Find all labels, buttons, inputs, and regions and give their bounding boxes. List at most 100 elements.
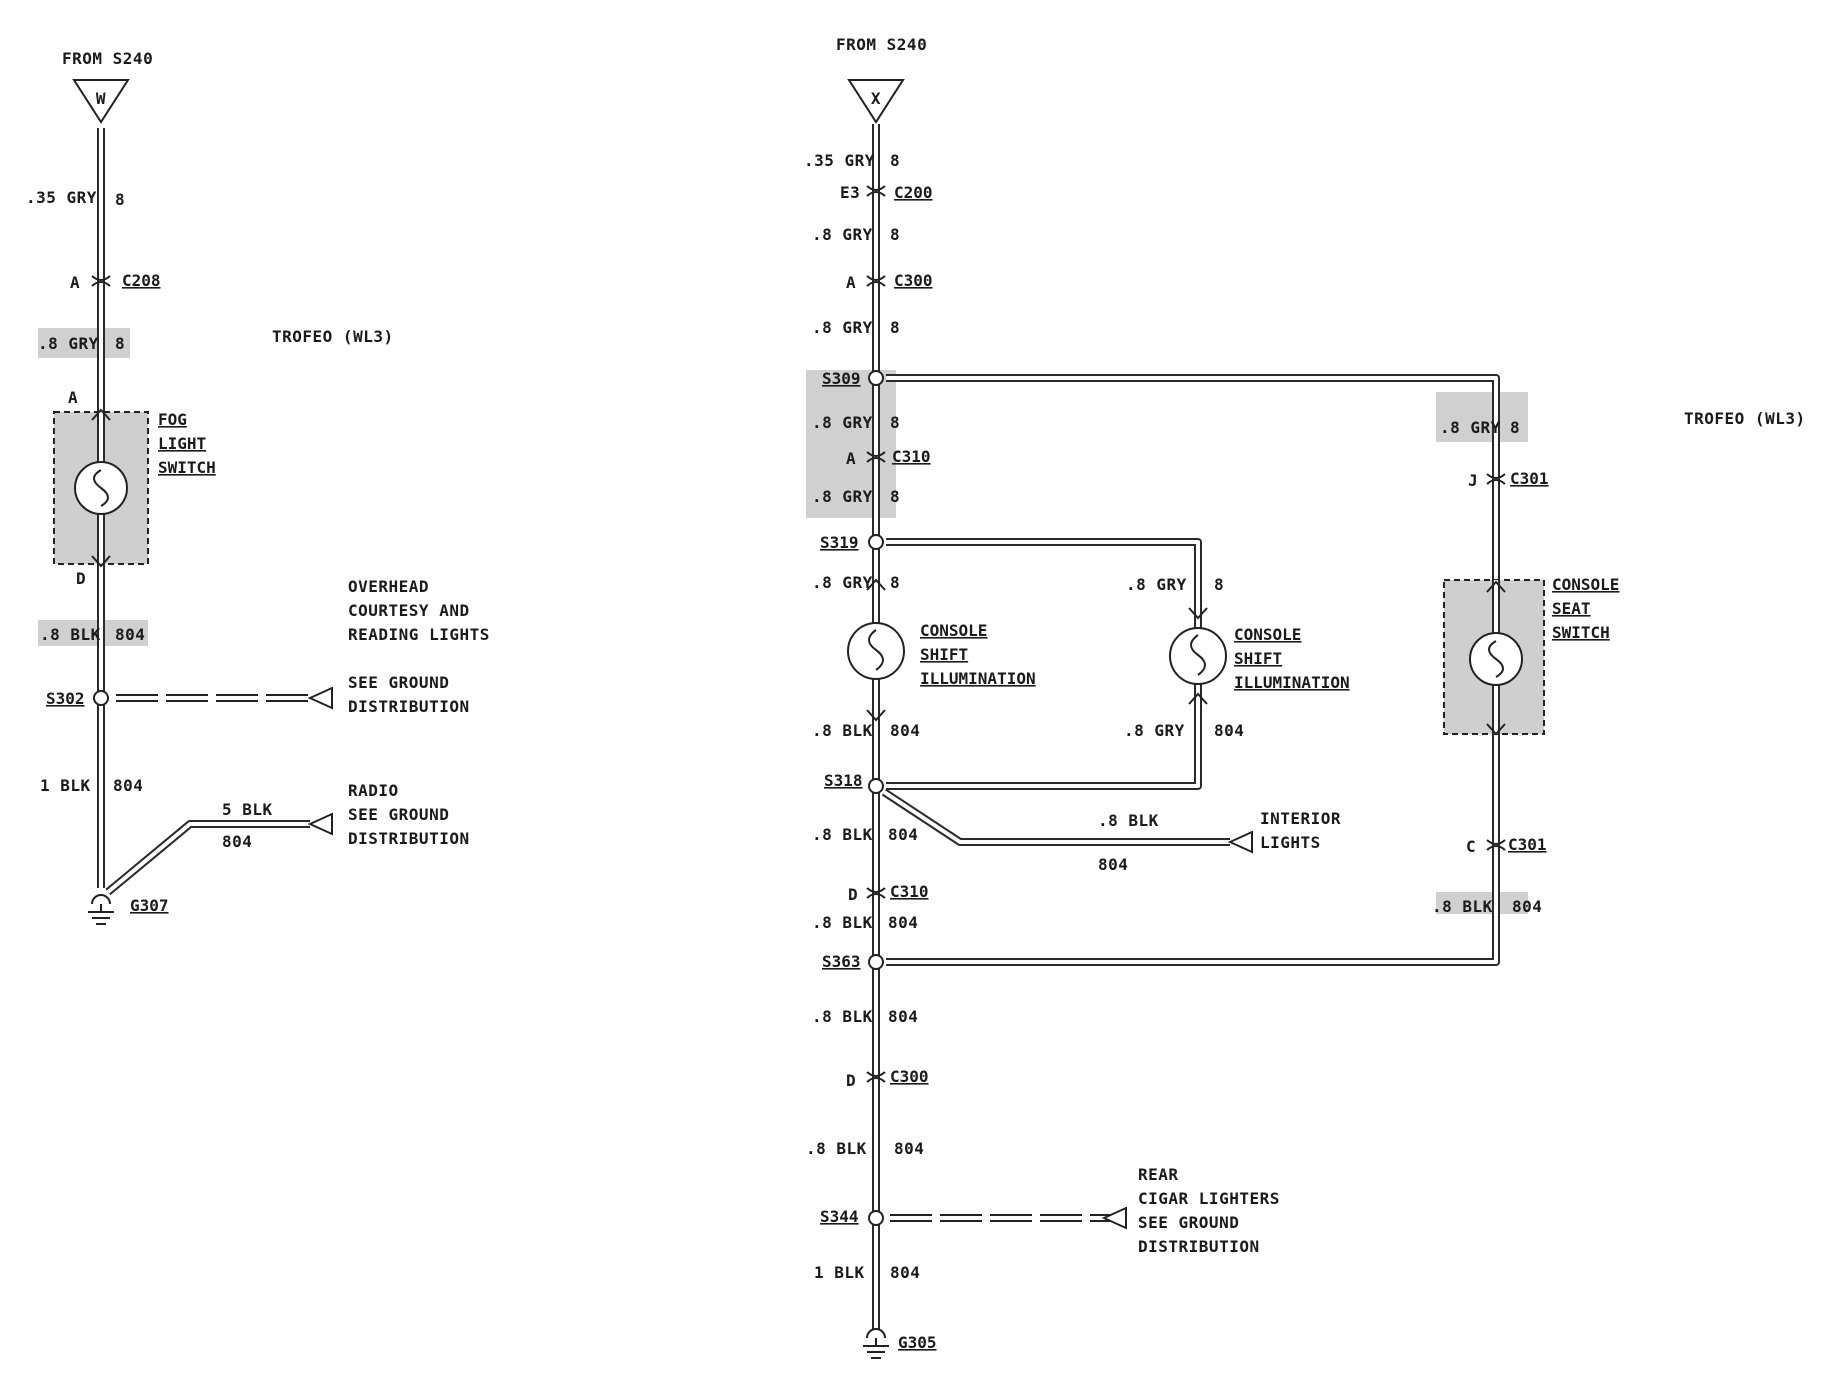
csi-label-2: SHIFT (920, 645, 968, 664)
splice-s318 (868, 778, 884, 794)
c301c-label: C301 (1508, 835, 1547, 854)
splice-s319 (868, 534, 884, 550)
c300-pin: A (846, 273, 856, 292)
fog-pin-top: A (68, 388, 78, 407)
sw-wire-size: .8 GRY (1440, 418, 1501, 437)
right-shade-1 (806, 370, 896, 518)
radio-wire-circuit: 804 (222, 832, 252, 851)
splice-s302 (93, 686, 333, 710)
connector-c208 (91, 275, 111, 287)
css-label-3: SWITCH (1552, 623, 1610, 642)
connector-c310 (866, 451, 886, 463)
right-wire-g-circuit: 804 (890, 721, 920, 740)
overhead-label-1: OVERHEAD (348, 577, 429, 596)
s318-label: S318 (824, 771, 863, 790)
right-shade-3 (1436, 892, 1528, 914)
right-wire-h-circuit: 804 (888, 825, 918, 844)
right-wire-a-size: .35 GRY (804, 151, 875, 170)
left-shade-gry (38, 328, 130, 358)
right-wire-c-size: .8 GRY (812, 318, 873, 337)
fog-label-2: LIGHT (158, 434, 206, 453)
right-wire-i-circuit: 804 (888, 913, 918, 932)
mid-label-2: SHIFT (1234, 649, 1282, 668)
sg1-label-2: DISTRIBUTION (348, 697, 470, 716)
rear-label-4: DISTRIBUTION (1138, 1237, 1260, 1256)
c310d-label: C310 (890, 882, 929, 901)
right-wire-f-size: .8 GRY (812, 573, 873, 592)
radio-branch (105, 812, 333, 896)
csi-label-3: ILLUMINATION (920, 669, 1036, 688)
interior-label-1: INTERIOR (1260, 809, 1341, 828)
right-wire-e-size: .8 GRY (812, 487, 873, 506)
fog-light-switch (53, 408, 149, 568)
right-from-label: FROM S240 (836, 35, 927, 54)
c301j-label: C301 (1510, 469, 1549, 488)
s302-label: S302 (46, 689, 85, 708)
s309-label: S309 (822, 369, 861, 388)
left-wire4-size: 1 BLK (40, 776, 91, 795)
mid-wire-size-1: .8 GRY (1126, 575, 1187, 594)
s319-label: S319 (820, 533, 859, 552)
right-wire-d-circuit: 8 (890, 413, 900, 432)
radio-label-1: RADIO (348, 781, 399, 800)
right-wire-g-size: .8 BLK (812, 721, 873, 740)
c310d-pin: D (848, 885, 858, 904)
right-wire-f-circuit: 8 (890, 573, 900, 592)
mid-wire-size-2: .8 GRY (1124, 721, 1185, 740)
c301j-pin: J (1468, 471, 1478, 490)
sw2-wire-size: .8 BLK (1432, 897, 1493, 916)
connector-c300 (866, 275, 886, 287)
right-wire-j-circuit: 804 (888, 1007, 918, 1026)
csi-label-1: CONSOLE (920, 621, 987, 640)
sw-wire-circuit: 8 (1510, 418, 1520, 437)
right-wire-e-circuit: 8 (890, 487, 900, 506)
fog-label-3: SWITCH (158, 458, 216, 477)
c300-label: C300 (894, 271, 933, 290)
c200-label: C200 (894, 183, 933, 202)
splice-s344 (868, 1206, 1127, 1230)
middle-lamp-icon (1169, 607, 1227, 705)
overhead-label-2: COURTESY AND (348, 601, 470, 620)
right-wire-h-size: .8 BLK (812, 825, 873, 844)
right-from-triangle: X (847, 79, 905, 124)
c208-label: C208 (122, 271, 161, 290)
c301c-pin: C (1466, 837, 1476, 856)
g305-label: G305 (898, 1333, 937, 1352)
left-wire4-circuit: 804 (113, 776, 143, 795)
right-wire-k-size: .8 BLK (806, 1139, 867, 1158)
left-wire1-circuit: 8 (115, 190, 125, 209)
int-wire-size: .8 BLK (1098, 811, 1159, 830)
css-label-1: CONSOLE (1552, 575, 1619, 594)
c300d-pin: D (846, 1071, 856, 1090)
fog-pin-bottom: D (76, 569, 86, 588)
ground-g307-icon (88, 894, 114, 925)
radio-label-2: SEE GROUND (348, 805, 449, 824)
g307-label: G307 (130, 896, 169, 915)
right-wire-k-circuit: 804 (894, 1139, 924, 1158)
ground-g305-icon (863, 1328, 889, 1359)
connector-c310-d (866, 887, 886, 899)
left-shade-blk (38, 620, 148, 646)
from-letter-x: X (871, 89, 881, 108)
s363-label: S363 (822, 952, 861, 971)
interior-lights-branch (881, 788, 1253, 854)
connector-c301-j (1486, 473, 1506, 485)
connector-c200 (866, 185, 886, 197)
splice-s363 (868, 954, 884, 970)
left-circuit: W FROM S240 .35 GRY 8 A C208 .8 GRY 8 TR… (26, 49, 489, 925)
console-shift-illumination-lamp-icon (847, 578, 905, 722)
left-wire2-size: .8 GRY (38, 334, 99, 353)
console-seat-switch (1443, 579, 1545, 736)
c310-pin: A (846, 449, 856, 468)
mid-label-3: ILLUMINATION (1234, 673, 1350, 692)
int-wire-circuit: 804 (1098, 855, 1128, 874)
splice-s309 (868, 370, 884, 386)
s344-label: S344 (820, 1207, 859, 1226)
interior-label-2: LIGHTS (1260, 833, 1321, 852)
mid-wire-circuit-1: 8 (1214, 575, 1224, 594)
right-wire-l-circuit: 804 (890, 1263, 920, 1282)
fog-label-1: FOG (158, 410, 187, 429)
mid-wire-circuit-2: 804 (1214, 721, 1244, 740)
right-shade-2 (1436, 392, 1528, 442)
